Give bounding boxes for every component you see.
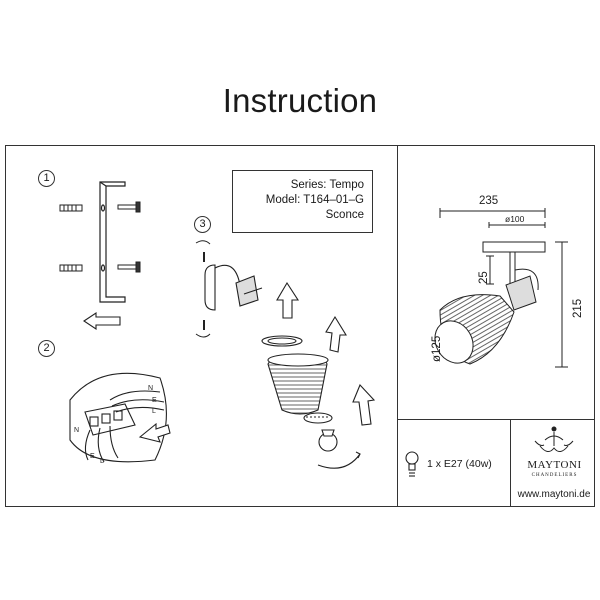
wire-label-e: E <box>152 397 157 404</box>
terminal-block-detail <box>69 372 167 463</box>
step-2-number: 2 <box>38 340 55 357</box>
dim-height: 215 <box>572 298 584 318</box>
brand-website: www.maytoni.de <box>517 489 591 500</box>
product-info-box: Series: Tempo Model: T164–01–G Sconce <box>232 170 373 233</box>
wire-label-l: L <box>152 408 156 415</box>
type-label: Sconce <box>325 209 364 221</box>
page-title: Instruction <box>222 82 378 119</box>
wire-label-e2: E <box>90 453 95 460</box>
socket-ring <box>303 412 333 424</box>
wire-labels: N E L N E L <box>74 385 157 465</box>
glass-shade <box>267 353 329 415</box>
instruction-frame <box>5 145 595 507</box>
mounting-bracket <box>99 181 126 303</box>
bulb-icon <box>318 429 338 452</box>
divider-footer <box>510 419 511 507</box>
arrow-icon <box>83 311 121 331</box>
brand-ornament-icon <box>534 426 574 452</box>
dim-width: 235 <box>479 195 499 207</box>
shade-ring <box>261 335 303 347</box>
brand-name: MAYTONI <box>527 459 582 471</box>
brand-tagline: CHANDELIERS <box>531 473 578 478</box>
arrow-icon <box>276 281 376 426</box>
wire-label-l2: L <box>100 458 104 465</box>
divider-horizontal <box>397 419 595 420</box>
rotate-icon <box>195 240 211 338</box>
technical-drawing <box>434 208 568 368</box>
series-label: Series: Tempo <box>290 179 364 191</box>
arrow-icon <box>138 422 171 443</box>
bulb-specification: 1 x E27 (40w) <box>427 458 492 470</box>
wire-label-n2: N <box>74 427 79 434</box>
rotate-icon <box>317 451 361 469</box>
dim-offset: 25 <box>478 271 490 284</box>
dim-base: ø100 <box>505 214 525 224</box>
dim-shade: ø125 <box>431 335 443 362</box>
screw-icon <box>59 201 141 273</box>
fixture-assembly <box>204 264 263 311</box>
model-label: Model: T164–01–G <box>265 194 364 206</box>
step-3-number: 3 <box>194 216 211 233</box>
bulb-icon <box>405 451 419 477</box>
step-1-number: 1 <box>38 170 55 187</box>
divider-vertical <box>397 145 398 507</box>
wire-label-n: N <box>148 385 153 392</box>
